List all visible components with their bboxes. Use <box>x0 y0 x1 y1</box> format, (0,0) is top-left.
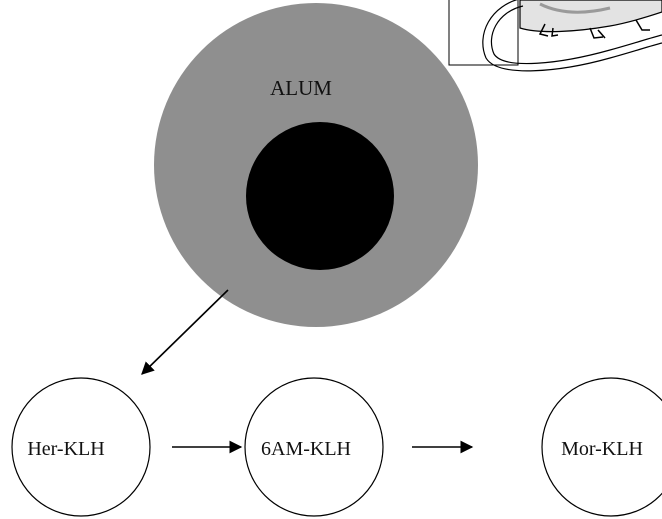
node-label-her-klh: Her-KLH <box>27 438 104 460</box>
node-label-6am-klh: 6AM-KLH <box>261 438 351 460</box>
node-her-klh: Her-KLH <box>11 377 151 517</box>
node-6am-klh: 6AM-KLH <box>244 377 384 517</box>
particle-core <box>246 122 394 270</box>
arrow-alum-to-her <box>141 289 229 375</box>
node-label-mor-klh: Mor-KLH <box>561 438 643 460</box>
node-mor-klh: Mor-KLH <box>541 377 662 517</box>
alum-label: ALUM <box>270 76 332 100</box>
mouse-icon <box>448 0 662 72</box>
